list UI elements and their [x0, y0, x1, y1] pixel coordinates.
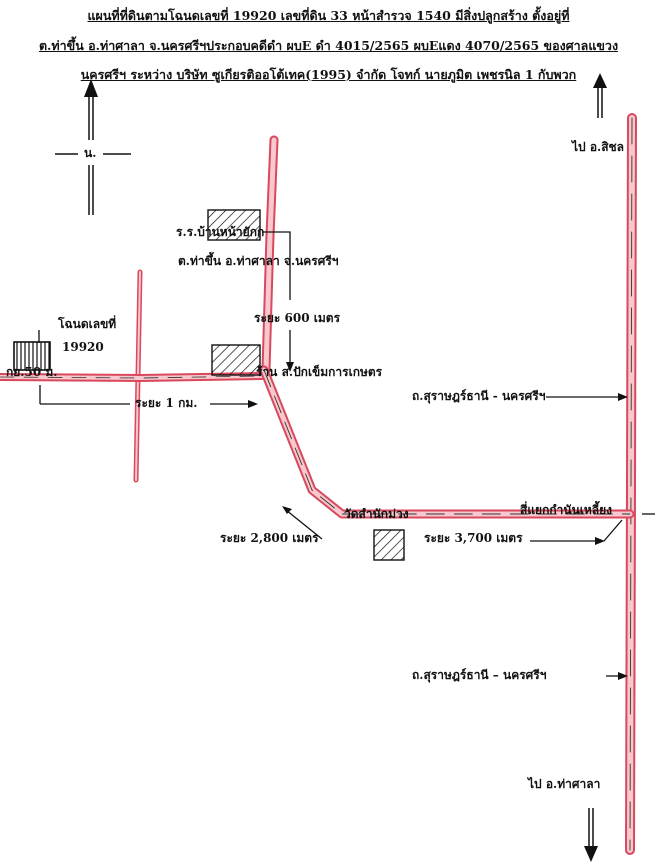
map-title-line-1: แผนที่ที่ดินตามโฉนดเลขที่ 19920 เลขที่ดิ… — [87, 8, 570, 23]
shop-label: ร้าน ส.ปักเข็มการเกษตร — [256, 365, 383, 379]
road-to-school — [261, 135, 279, 375]
road-deed-to-shop — [0, 372, 266, 382]
arrow-to-thasala — [584, 808, 598, 862]
leader-lines — [38, 231, 655, 680]
school-location-label: ต.ท่าขึ้น อ.ท่าศาลา จ.นครศรีฯ — [178, 254, 339, 268]
shop-building — [211, 344, 261, 376]
deed-parcel — [13, 341, 51, 371]
temple-label: วัดสำนักม่วง — [344, 507, 409, 521]
deed-label: โฉนดเลขที่ — [58, 317, 117, 331]
distance-1km-label: ระยะ 1 กม. — [135, 396, 198, 410]
north-arrow — [55, 79, 131, 215]
distance-2800-label: ระยะ 2,800 เมตร — [220, 531, 319, 545]
temple-building — [373, 529, 405, 561]
road-to-junction — [259, 365, 635, 519]
highway-surat-nakhon — [625, 113, 637, 855]
frontage-label: กย.50 ม. — [6, 365, 58, 379]
road-upper-label: ถ.สุราษฎร์ธานี - นครศรีฯ — [412, 389, 546, 403]
road-lower-label: ถ.สุราษฎร์ธานี – นครศรีฯ — [412, 668, 547, 682]
arrow-to-sichon — [593, 73, 607, 118]
distance-3700-label: ระยะ 3,700 เมตร — [424, 531, 523, 545]
map-title-line-3: นครศรีฯ ระหว่าง บริษัท ซูเกียรติออโต้เทค… — [80, 67, 577, 82]
school-label: ร.ร.บ้านหน้ายักก — [176, 225, 265, 239]
school-building — [207, 209, 261, 241]
junction-label: สี่แยกกำนันเหลี้ยง — [520, 503, 613, 517]
map-title-line-2: ต.ท่าขึ้น อ.ท่าศาลา จ.นครศรีฯประกอบคดีดำ… — [38, 38, 619, 53]
to-thasala-label: ไป อ.ท่าศาลา — [528, 777, 601, 791]
north-arrow-head — [84, 79, 98, 97]
north-label: น. — [84, 146, 97, 160]
road-network — [0, 113, 637, 855]
to-sichon-label: ไป อ.สิชล — [572, 140, 625, 154]
distance-600-label: ระยะ 600 เมตร — [254, 311, 341, 325]
deed-number-label: 19920 — [62, 340, 104, 354]
